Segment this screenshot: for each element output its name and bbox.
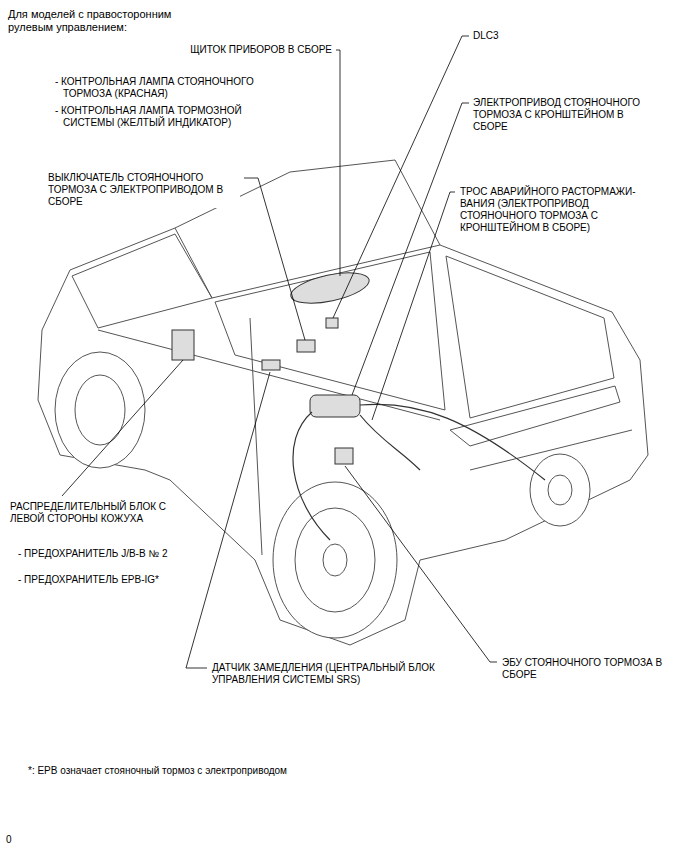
part-label: ЩИТОК ПРИБОРОВ В СБОРЕ	[100, 44, 332, 56]
parking-switch	[297, 340, 315, 352]
brake-cable	[293, 412, 330, 540]
leader-line	[244, 178, 305, 340]
leader-line	[186, 372, 270, 668]
front-wheel-rim	[75, 375, 125, 445]
junction-block	[172, 330, 194, 360]
epb-actuator	[310, 395, 360, 417]
leader-line	[345, 466, 497, 662]
leader-line	[372, 192, 455, 420]
sub-item: - ПРЕДОХРАНИТЕЛЬ EPB-IG*	[18, 574, 196, 586]
decel-sensor	[262, 360, 280, 370]
rear-wheel	[273, 482, 397, 638]
part-label: ТРОС АВАРИЙНОГО РАСТОРМАЖИ- ВАНИЯ (ЭЛЕКТ…	[460, 186, 660, 234]
part-label: РАСПРЕДЕЛИТЕЛЬНЫЙ БЛОК С ЛЕВОЙ СТОРОНЫ К…	[10, 501, 180, 525]
combination-meter	[288, 267, 372, 309]
brake-cable	[360, 404, 545, 480]
part-label: ДАТЧИК ЗАМЕДЛЕНИЯ (ЦЕНТРАЛЬНЫЙ БЛОК УПРА…	[212, 662, 442, 686]
part-label: ВЫКЛЮЧАТЕЛЬ СТОЯНОЧНОГО ТОРМОЗА С ЭЛЕКТР…	[48, 172, 240, 208]
tail-light	[450, 386, 620, 446]
leader-line	[62, 360, 183, 496]
front-wheel	[55, 352, 145, 468]
epb-ecu	[335, 448, 353, 464]
part-label: DLC3	[473, 30, 533, 42]
sub-item: - КОНТРОЛЬНАЯ ЛАМПА СТОЯНОЧНОГО ТОРМОЗА …	[55, 76, 278, 100]
rear-brake	[530, 454, 590, 526]
leader-line	[333, 36, 469, 318]
sub-item: - ПРЕДОХРАНИТЕЛЬ J/B-B № 2	[18, 548, 196, 560]
footnote: *: EPB означает стояночный тормоз с элек…	[28, 765, 428, 777]
release-cable	[360, 415, 420, 470]
leader-line	[336, 50, 340, 276]
side-window	[215, 252, 445, 410]
windshield	[72, 234, 212, 328]
part-label: ЭБУ СТОЯНОЧНОГО ТОРМОЗА В СБОРЕ	[502, 657, 677, 681]
heading: Для моделей с правосторонним рулевым упр…	[8, 8, 193, 34]
leader-line	[352, 103, 469, 395]
rear-brake-hub	[548, 475, 572, 505]
sub-item: - КОНТРОЛЬНАЯ ЛАМПА ТОРМОЗНОЙ СИСТЕМЫ (Ж…	[55, 105, 278, 129]
brake-disc	[295, 508, 375, 612]
page-mark: 0	[6, 834, 26, 846]
wheel-hub	[323, 544, 347, 576]
dlc3-connector	[326, 318, 338, 328]
rear-window	[446, 256, 614, 418]
part-label: ЭЛЕКТРОПРИВОД СТОЯНОЧНОГО ТОРМОЗА С КРОН…	[473, 97, 658, 133]
